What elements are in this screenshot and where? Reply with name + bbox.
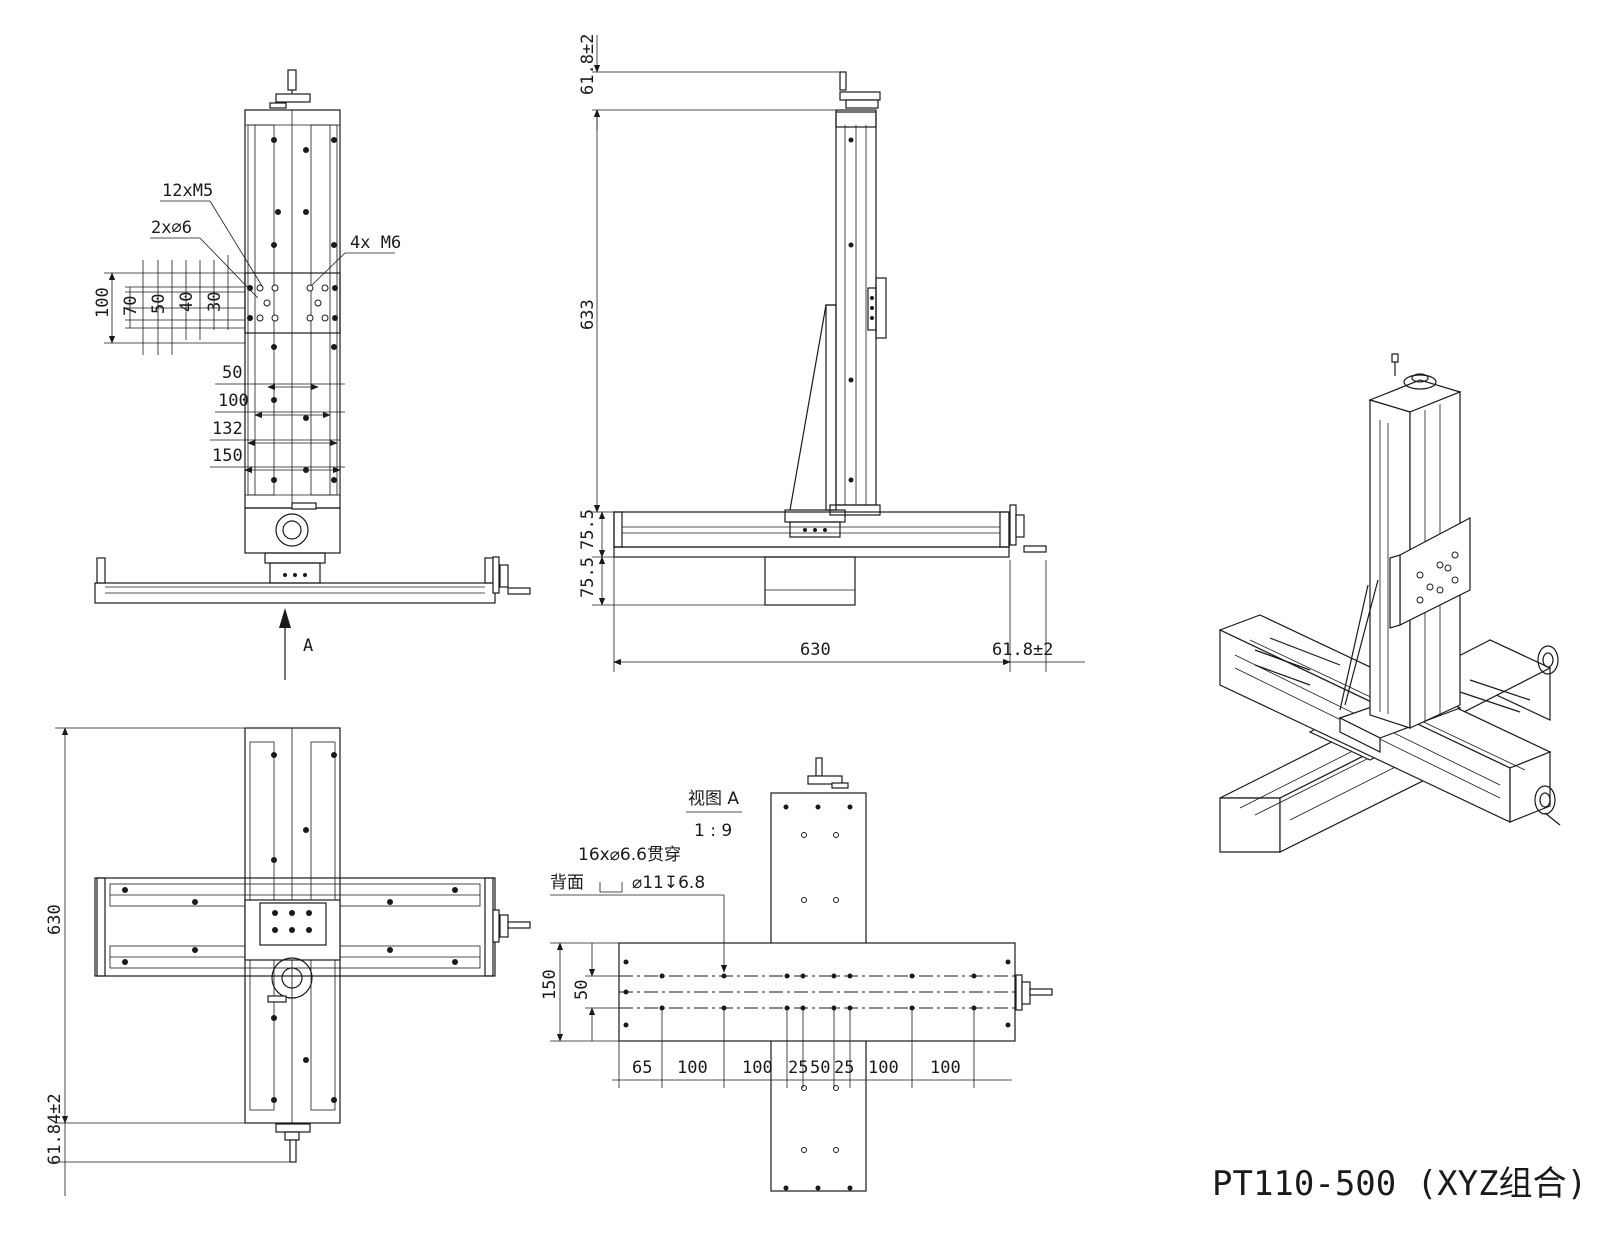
callout-4xm6: 4x M6 <box>350 233 401 253</box>
view-a-holes <box>623 959 1011 1028</box>
dim-50-vertical: 50 <box>149 294 169 314</box>
dim-100-width: 100 <box>218 391 249 411</box>
view-a-name: 视图 A <box>688 789 739 809</box>
hole-callouts: 12xM5 2x⌀6 4x M6 <box>150 181 401 299</box>
dim-75-5-upper: 75.5 <box>578 509 598 550</box>
view-a-scale: 1 : 9 <box>694 821 732 841</box>
callout-through-holes: 16x⌀6.6贯穿 <box>578 845 681 865</box>
view-a: 150 50 65 100 100 25 50 25 100 100 视图 A … <box>540 757 1053 1192</box>
dim-50-view-a: 50 <box>572 980 592 1000</box>
dim-100-a: 100 <box>677 1058 708 1078</box>
dim-100: 100 <box>93 287 113 318</box>
view-arrow-label: A <box>303 636 313 656</box>
dim-65: 65 <box>632 1058 652 1078</box>
dim-right-offset: 61.8±2 <box>992 640 1053 660</box>
dim-100-d: 100 <box>930 1058 961 1078</box>
dim-25-b: 25 <box>834 1058 854 1078</box>
dim-100-c: 100 <box>868 1058 899 1078</box>
dim-top-offset: 61.8±2 <box>578 34 598 95</box>
dim-633: 633 <box>578 299 598 330</box>
dim-150-view-a: 150 <box>540 969 560 1000</box>
plan-view: 630 61.84±2 <box>45 727 531 1196</box>
dim-150: 150 <box>212 446 243 466</box>
view-arrow-a: A <box>279 608 313 680</box>
column-holes <box>271 137 337 483</box>
dim-30: 30 <box>205 292 225 312</box>
dim-50-b: 50 <box>810 1058 830 1078</box>
callout-counterbore: ⌀11↧6.8 <box>632 873 705 893</box>
drawing-title: PT110-500 (XYZ组合) <box>1212 1164 1587 1204</box>
dim-100-b: 100 <box>742 1058 773 1078</box>
dim-25-a: 25 <box>788 1058 808 1078</box>
dim-630-side: 630 <box>800 640 831 660</box>
isometric-view <box>1218 353 1561 853</box>
callout-2x-pin: 2x⌀6 <box>151 218 192 238</box>
dim-132: 132 <box>212 419 243 439</box>
dim-61-84: 61.84±2 <box>45 1093 65 1165</box>
dim-70: 70 <box>121 296 141 316</box>
dim-40: 40 <box>177 292 197 312</box>
callout-12xm5: 12xM5 <box>162 181 213 201</box>
dim-50: 50 <box>222 363 242 383</box>
callout-back-face: 背面 <box>550 873 584 893</box>
top-view-dimensions: 100 70 50 40 30 50 100 132 150 <box>93 255 345 474</box>
front-view: 100 70 50 40 30 50 100 132 150 12xM5 2x⌀… <box>93 69 531 680</box>
carriage-holes <box>247 284 338 322</box>
side-view: 61.8±2 <box>578 34 1085 672</box>
dim-630-plan: 630 <box>45 904 65 935</box>
dim-75-5-lower: 75.5 <box>578 557 598 598</box>
